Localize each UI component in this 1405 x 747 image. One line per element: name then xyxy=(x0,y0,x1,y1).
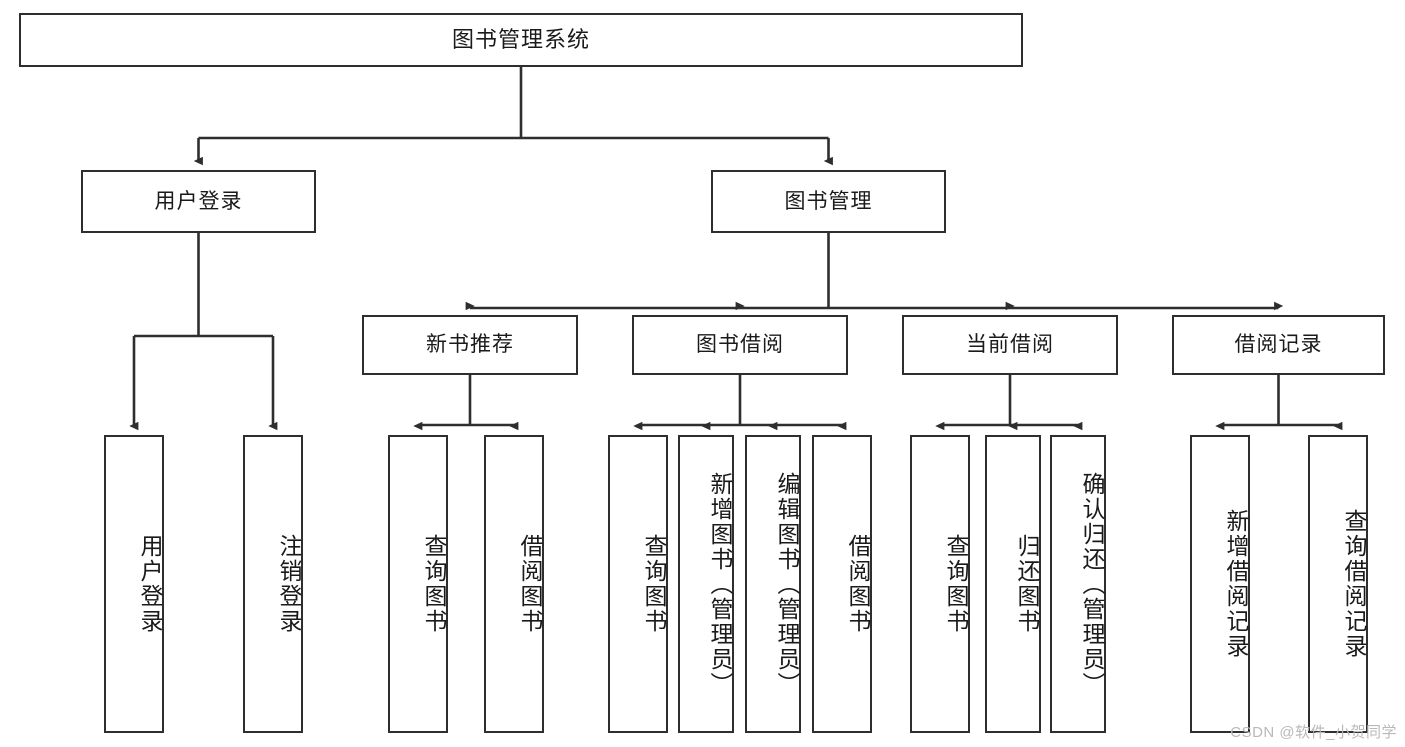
node-new-book-recommend[interactable]: 新书推荐 xyxy=(362,315,578,375)
node-label: 查询借阅记录 xyxy=(1341,509,1367,659)
node-leaf-add-book[interactable]: 新增图书（管理员） xyxy=(678,435,734,733)
node-label: 用户登录 xyxy=(137,534,163,634)
node-label: 查询图书 xyxy=(641,534,667,634)
node-label: 当前借阅 xyxy=(966,333,1054,357)
node-label: 图书管理系统 xyxy=(451,26,590,52)
edges-group xyxy=(134,67,1338,426)
node-label: 查询图书 xyxy=(943,534,969,634)
node-label: 借阅记录 xyxy=(1234,333,1323,357)
node-label: 新书推荐 xyxy=(426,333,514,357)
node-label: 借阅图书 xyxy=(845,534,871,634)
node-leaf-borrow-book-2[interactable]: 借阅图书 xyxy=(812,435,872,733)
node-label: 归还图书 xyxy=(1014,534,1040,634)
node-label: 图书管理 xyxy=(784,189,873,213)
node-leaf-add-record[interactable]: 新增借阅记录 xyxy=(1190,435,1250,733)
node-label: 编辑图书（管理员） xyxy=(774,471,800,697)
node-label: 图书借阅 xyxy=(696,333,784,357)
node-leaf-return-book[interactable]: 归还图书 xyxy=(985,435,1041,733)
node-leaf-query-book-1[interactable]: 查询图书 xyxy=(388,435,448,733)
node-borrow-record[interactable]: 借阅记录 xyxy=(1172,315,1385,375)
node-label: 新增借阅记录 xyxy=(1223,509,1249,659)
node-user-login[interactable]: 用户登录 xyxy=(81,170,316,233)
node-book-manage[interactable]: 图书管理 xyxy=(711,170,946,233)
node-label: 注销登录 xyxy=(276,534,302,634)
node-book-borrow[interactable]: 图书借阅 xyxy=(632,315,848,375)
node-leaf-user-login[interactable]: 用户登录 xyxy=(104,435,164,733)
node-leaf-query-record[interactable]: 查询借阅记录 xyxy=(1308,435,1368,733)
node-leaf-logout[interactable]: 注销登录 xyxy=(243,435,303,733)
node-leaf-borrow-book-1[interactable]: 借阅图书 xyxy=(484,435,544,733)
node-leaf-query-book-2[interactable]: 查询图书 xyxy=(608,435,668,733)
node-leaf-confirm-return[interactable]: 确认归还（管理员） xyxy=(1050,435,1106,733)
node-label: 借阅图书 xyxy=(517,534,543,634)
node-leaf-query-book-3[interactable]: 查询图书 xyxy=(910,435,970,733)
node-root[interactable]: 图书管理系统 xyxy=(19,13,1023,67)
node-label: 确认归还（管理员） xyxy=(1079,471,1105,697)
node-leaf-edit-book[interactable]: 编辑图书（管理员） xyxy=(745,435,801,733)
node-label: 用户登录 xyxy=(154,189,243,213)
node-label: 新增图书（管理员） xyxy=(707,471,733,697)
node-current-borrow[interactable]: 当前借阅 xyxy=(902,315,1118,375)
node-label: 查询图书 xyxy=(421,534,447,634)
